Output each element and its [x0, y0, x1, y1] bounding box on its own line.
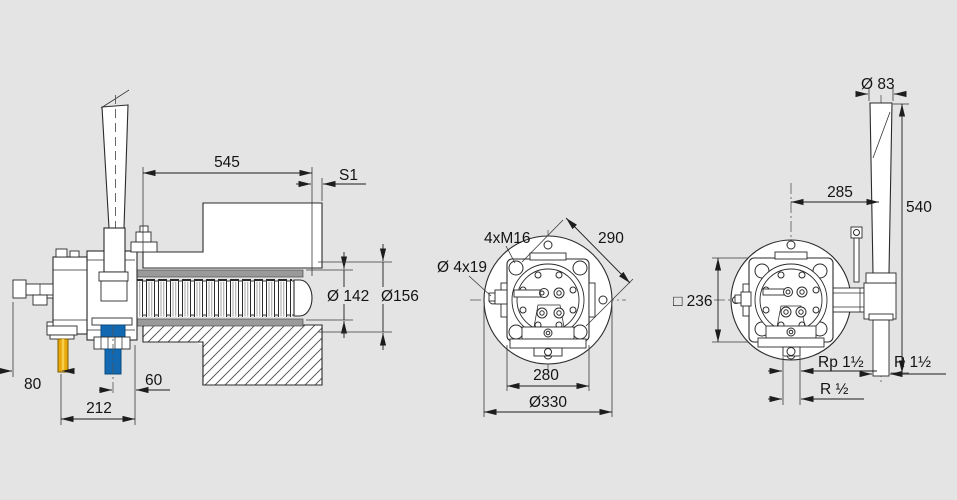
tee-fitting	[863, 282, 897, 320]
bottom-flange-left	[46, 325, 78, 336]
dim-rp112-label: Rp 1½	[818, 354, 864, 371]
dim-4xm16-label: 4xM16	[484, 230, 531, 247]
dim-length-545: 545	[142, 154, 313, 276]
dim-83-label: Ø 83	[861, 76, 895, 93]
side-stub	[494, 289, 508, 305]
yellow-rod	[57, 338, 69, 373]
bottom-flange-right	[91, 317, 133, 326]
dim-r12-label: R ½	[820, 381, 849, 398]
bolt-circle-holes	[519, 271, 577, 329]
dim-330-label: Ø330	[529, 394, 567, 411]
dim-d156-label: Ø156	[381, 288, 419, 305]
riser-pipe	[872, 319, 890, 377]
dim-plate-280: 280	[506, 345, 590, 391]
dim-285-label: 285	[827, 184, 853, 201]
dim-thread-r12: R ½	[768, 381, 864, 403]
dim-280-label: 280	[533, 367, 559, 384]
dim-4x19-label: Ø 4x19	[437, 259, 487, 276]
dim-offset-285: 285	[791, 184, 879, 206]
dim-square-236: □ 236	[673, 257, 748, 343]
dim-bore-142: Ø 142	[306, 252, 370, 338]
dim-290-label: 290	[598, 230, 624, 247]
lever-coupling	[865, 272, 897, 284]
dim-holes-4x19: Ø 4x19	[437, 259, 492, 297]
dim-sleeve-156: Ø156	[318, 244, 422, 350]
hand-lever	[98, 89, 130, 302]
dim-width-212: 212	[61, 400, 135, 423]
discharge-pipe	[832, 282, 897, 377]
dim-545-label: 545	[214, 154, 240, 171]
hub-bar	[513, 289, 543, 298]
dim-height-540: 540	[891, 103, 942, 374]
spout	[12, 279, 54, 306]
rear-view: Ø 83 285 540 □ 236 Rp 1½	[673, 76, 946, 405]
bottom-bracket-rear	[757, 325, 825, 357]
dim-d142-label: Ø 142	[327, 288, 369, 305]
pipe-end-cap	[293, 279, 313, 317]
dim-offset-60: 60	[99, 325, 170, 425]
plate-top-tab	[529, 252, 567, 261]
head-block	[52, 256, 88, 335]
grease-rod	[850, 226, 863, 283]
dim-r112-label: R 1½	[894, 354, 931, 371]
dim-tapped-4xm16: 4xM16	[484, 230, 531, 264]
dim-s1-label: S1	[339, 167, 358, 184]
pump-head	[12, 225, 158, 341]
dim-80-label: 80	[24, 376, 42, 393]
wall-section	[142, 202, 323, 386]
lever-hub	[103, 227, 126, 273]
hand-lever-rear	[865, 102, 897, 284]
dim-236-label: □ 236	[673, 293, 713, 310]
top-clamp	[130, 241, 158, 253]
dim-60-label: 60	[145, 372, 163, 389]
dim-diagonal-290: 290	[521, 217, 634, 327]
dim-wall-s1: S1	[296, 167, 366, 201]
ribbed-pipe	[133, 279, 313, 317]
dim-212-label: 212	[86, 400, 112, 417]
dim-540-label: 540	[906, 199, 932, 216]
dim-outer-330: Ø330	[483, 306, 613, 417]
plate-corner-holes-rear	[754, 263, 828, 337]
side-section-view: 545 S1 Ø 142 Ø156	[0, 89, 422, 425]
dim-lever-83: Ø 83	[855, 76, 907, 101]
bottom-bracket	[509, 326, 587, 357]
dim-thread-r112: R 1½	[859, 354, 946, 378]
front-view: 4xM16 Ø 4x19 290 280 Ø330	[437, 217, 634, 417]
